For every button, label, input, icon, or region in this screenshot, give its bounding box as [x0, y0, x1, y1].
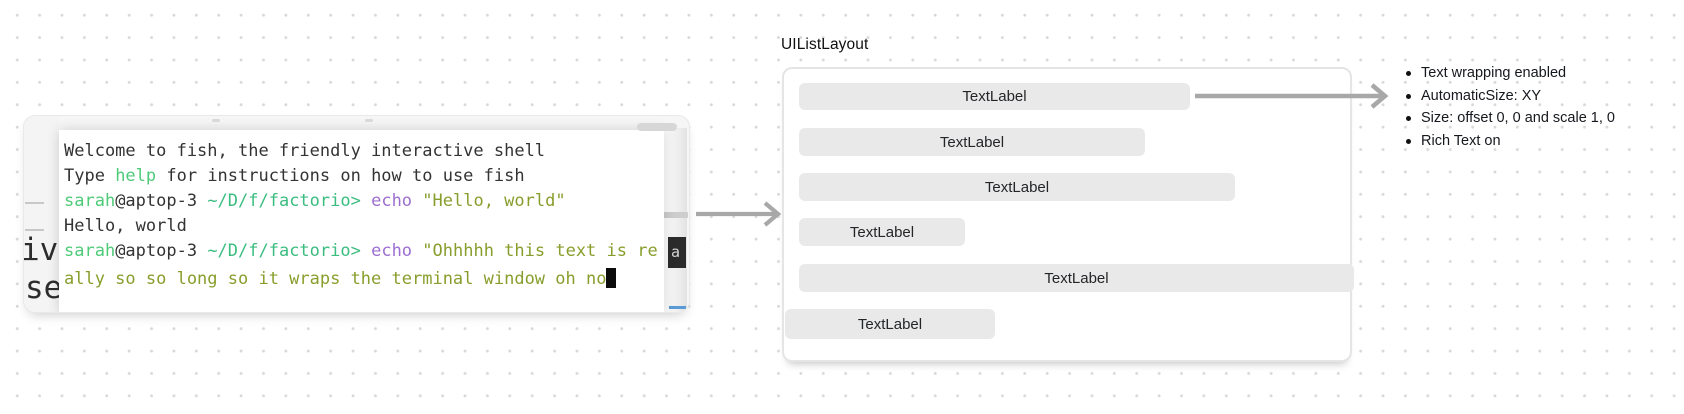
terminal-text-segment: for instructions on how to use fish: [156, 166, 525, 186]
code-fragment-label: a: [671, 243, 681, 261]
terminal-text-segment: sarah: [64, 191, 116, 211]
terminal-screenshot-card: iv se a Welcome to fish, the friendly in…: [23, 115, 690, 313]
scrollbar-pill: [637, 123, 677, 131]
divider-line: [25, 202, 44, 204]
panel-title: UIListLayout: [781, 36, 869, 53]
scrollbar-track: [664, 128, 687, 312]
page-behind-left-gutter: iv se: [23, 116, 63, 312]
terminal-text-segment: echo: [371, 191, 413, 211]
terminal-text-segment: ~/D/f/factorio>: [207, 241, 361, 261]
accent-line: [669, 306, 686, 309]
clipped-background-text: iv: [23, 232, 59, 268]
terminal-line: sarah@aptop-3 ~/D/f/factorio> echo "Ohhh…: [64, 239, 658, 264]
clipped-glyph-fragment: [212, 119, 220, 122]
terminal-text-segment: "Hello, world": [422, 191, 566, 211]
note-item: Rich Text on: [1399, 130, 1679, 153]
terminal-text-segment: "Ohhhhh this text is re: [422, 241, 658, 261]
terminal-text-segment: help: [115, 166, 157, 186]
terminal-text-segment: sarah: [64, 241, 116, 261]
clipped-glyph-fragment: [365, 119, 373, 122]
textlabel-bar: TextLabel: [799, 128, 1145, 156]
textlabel-bar-label: TextLabel: [849, 223, 915, 241]
code-fragment-box: a: [668, 237, 686, 268]
divider-line: [25, 229, 44, 231]
textlabel-bar-label: TextLabel: [939, 133, 1005, 151]
textlabel-bar: TextLabel: [799, 173, 1235, 201]
terminal-cursor: [606, 268, 617, 288]
arrow-bar-to-notes: [1195, 83, 1389, 109]
textlabel-bar-label: TextLabel: [857, 315, 923, 333]
terminal-line: sarah@aptop-3 ~/D/f/factorio> echo "Hell…: [64, 189, 658, 214]
terminal-text-segment: Type: [64, 166, 116, 186]
terminal-text-segment: [412, 191, 422, 211]
arrow-terminal-to-panel: [696, 201, 781, 227]
terminal-text-segment: [412, 241, 422, 261]
textlabel-bar: TextLabel: [799, 83, 1190, 110]
terminal-text-segment: [361, 191, 371, 211]
terminal-line: ally so so long so it wraps the terminal…: [64, 264, 658, 289]
terminal-text-segment: @aptop-3: [115, 191, 208, 211]
terminal-text-segment: ally so so long so it wraps the terminal…: [64, 269, 607, 289]
clipped-background-text: se: [25, 270, 63, 306]
textlabel-bar-label: TextLabel: [962, 88, 1027, 105]
textlabel-bar-label: TextLabel: [984, 178, 1050, 196]
textlabel-bar: TextLabel: [785, 309, 995, 339]
textlabel-bar: TextLabel: [799, 264, 1354, 292]
terminal-text: Welcome to fish, the friendly interactiv…: [64, 139, 658, 289]
terminal-window: Welcome to fish, the friendly interactiv…: [59, 130, 664, 312]
terminal-text-segment: Hello, world: [64, 216, 187, 236]
terminal-text-segment: Welcome to fish, the friendly interactiv…: [64, 141, 546, 161]
textlabel-bar-label: TextLabel: [1044, 269, 1109, 287]
terminal-text-segment: [361, 241, 371, 261]
terminal-text-segment: ~/D/f/factorio>: [207, 191, 361, 211]
terminal-line: Welcome to fish, the friendly interactiv…: [64, 139, 658, 164]
divider-line: [654, 212, 688, 218]
note-item: AutomaticSize: XY: [1399, 85, 1679, 108]
terminal-line: Type help for instructions on how to use…: [64, 164, 658, 189]
terminal-text-segment: echo: [371, 241, 413, 261]
note-item: Size: offset 0, 0 and scale 1, 0: [1399, 107, 1679, 130]
terminal-line: Hello, world: [64, 214, 658, 239]
terminal-text-segment: @aptop-3: [115, 241, 208, 261]
textlabel-bar: TextLabel: [799, 218, 965, 246]
note-item: Text wrapping enabled: [1399, 62, 1679, 85]
